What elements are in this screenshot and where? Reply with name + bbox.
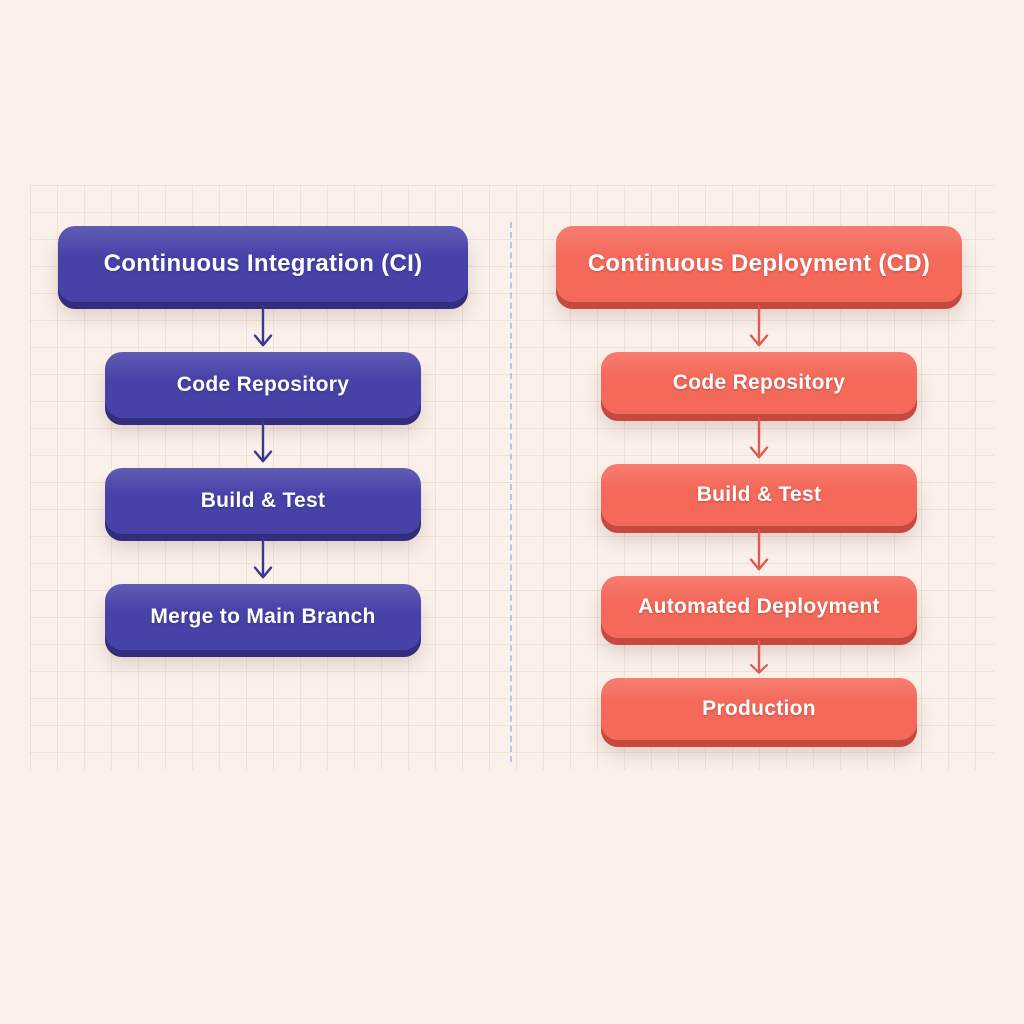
step-label: Production — [702, 697, 816, 720]
cd-column: Continuous Deployment (CD) Code Reposito… — [556, 226, 962, 740]
ci-step-merge-main: Merge to Main Branch — [105, 584, 421, 650]
down-arrow-icon — [251, 418, 275, 468]
column-divider — [510, 222, 512, 762]
down-arrow-icon — [251, 534, 275, 584]
down-arrow-icon — [747, 302, 771, 352]
down-arrow-icon — [251, 302, 275, 352]
ci-step-code-repository: Code Repository — [105, 352, 421, 418]
down-arrow-icon — [747, 638, 771, 678]
step-label: Code Repository — [672, 371, 846, 394]
cd-step-production: Production — [601, 678, 917, 740]
cd-title-label: Continuous Deployment (CD) — [587, 250, 931, 277]
cd-step-automated-deployment: Automated Deployment — [601, 576, 917, 638]
down-arrow-icon — [747, 526, 771, 576]
ci-title-box: Continuous Integration (CI) — [58, 226, 468, 302]
step-label: Build & Test — [200, 489, 326, 512]
cd-title-box: Continuous Deployment (CD) — [556, 226, 962, 302]
ci-column: Continuous Integration (CI) Code Reposit… — [58, 226, 468, 650]
down-arrow-icon — [747, 414, 771, 464]
step-label: Build & Test — [696, 483, 822, 506]
ci-step-build-test: Build & Test — [105, 468, 421, 534]
step-label: Merge to Main Branch — [150, 605, 376, 628]
step-label: Automated Deployment — [638, 595, 880, 618]
ci-title-label: Continuous Integration (CI) — [103, 250, 423, 277]
cd-step-code-repository: Code Repository — [601, 352, 917, 414]
step-label: Code Repository — [176, 373, 350, 396]
cd-step-build-test: Build & Test — [601, 464, 917, 526]
